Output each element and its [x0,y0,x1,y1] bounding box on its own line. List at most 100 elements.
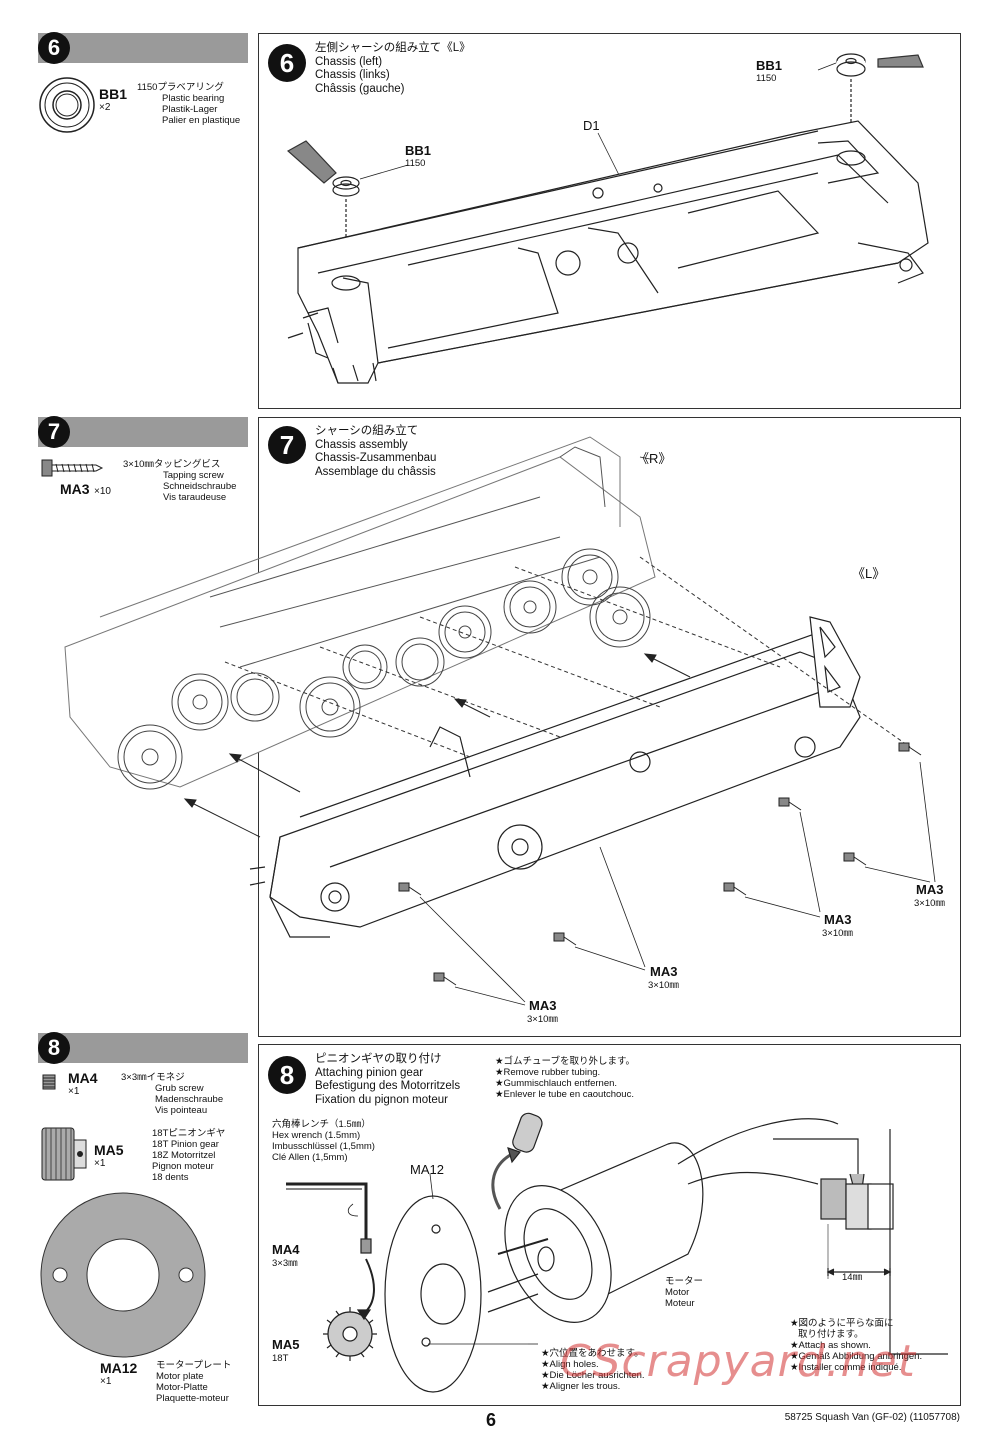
step6-panel-badge: 6 [268,44,306,82]
step6-number-badge: 6 [38,32,70,64]
part-desc-line: 3×3㎜イモネジ [121,1072,185,1083]
step7-title: シャーシの組み立て Chassis assembly Chassis-Zusam… [315,425,436,479]
callout-ma3-4: MA3 [529,998,557,1013]
motor-plate-icon [40,1192,206,1358]
part-desc-line: Motor plate [156,1371,204,1382]
title-line: Attaching pinion gear [315,1066,424,1079]
title-line: Chassis (links) [315,69,390,81]
dimension-14mm: 14㎜ [842,1272,863,1283]
watermark: CScrapyard.net [560,1336,916,1387]
note-line: Moteur [665,1298,695,1309]
part-code-ma3: MA3 [60,481,90,497]
step8-title: ピニオンギヤの取り付け Attaching pinion gear Befest… [315,1053,460,1107]
callout-ma3-3: MA3 [650,964,678,979]
label-motor: モーター Motor Moteur [665,1276,703,1309]
title-line: 左側シャーシの組み立て《L》 [315,42,471,54]
title-line: Assemblage du châssis [315,465,436,478]
part-desc-ma4: 3×3㎜イモネジ Grub screw Madenschraube Vis po… [121,1072,223,1116]
part-desc-line: 18Tピニオンギヤ [152,1128,226,1139]
callout-ma5: MA5 [272,1337,300,1352]
note-remove-tubing: ★ゴムチューブを取り外します。 ★Remove rubber tubing. ★… [495,1056,635,1100]
note-line: モーター [665,1276,704,1287]
step8-header-bar [38,1033,248,1063]
step8-panel-badge: 8 [268,1056,306,1094]
note-line: ★Attach as shown. [790,1340,871,1351]
note-line: ★図のように平らな面に [790,1318,894,1329]
step6-header-bar [38,33,248,63]
note-line: ★Remove rubber tubing. [495,1067,601,1078]
note-line: Motor [665,1287,690,1298]
callout-ma5-size: 18T [272,1353,289,1364]
note-line: ★Gummischlauch entfernen. [495,1078,618,1089]
chassis-left-drawing [286,53,929,384]
step8-number-badge: 8 [38,1032,70,1064]
part-code-bb1: BB1 [99,86,128,102]
callout-r-side: 《R》 [636,451,672,466]
part-desc-line: 3×10㎜タッピングビス [123,459,221,470]
note-line: ★Gemäß Abbildung anbringen. [790,1351,923,1362]
note-line: Imbusschlüssel (1,5mm) [272,1141,375,1152]
part-desc-line: モータープレート [156,1360,232,1371]
part-desc-ma3: 3×10㎜タッピングビス Tapping screw Schneidschrau… [123,459,236,503]
step7-number-badge: 7 [38,416,70,448]
part-desc-line: 18T Pinion gear [152,1139,219,1150]
part-qty-ma5: ×1 [94,1158,106,1169]
part-desc-line: Plastik-Lager [162,104,218,115]
callout-bb1-top: BB1 [756,58,783,73]
part-desc-line: Schneidschraube [163,481,237,492]
footer-kit-code: 58725 Squash Van (GF-02) (11057708) [784,1412,960,1423]
part-desc-line: Tapping screw [163,470,224,481]
callout-bb1-left-num: 1150 [405,158,426,169]
part-desc-ma12: モータープレート Motor plate Motor-Platte Plaque… [156,1360,231,1404]
callout-bb1-left: BB1 [405,143,432,158]
chassis-assembly-drawing [64,436,936,1006]
callout-ma4-size: 3×3㎜ [272,1258,298,1269]
part-desc-line: 18Z Motorritzel [152,1150,216,1161]
title-line: シャーシの組み立て [315,425,419,437]
callout-ma4: MA4 [272,1242,300,1257]
callout-ma12: MA12 [410,1162,444,1177]
callout-l-side: 《L》 [852,566,886,581]
callout-ma3-1: MA3 [916,882,944,897]
part-desc-line: Plastic bearing [162,93,225,104]
part-desc-line: Palier en plastique [162,115,241,126]
pinion-gear-icon [41,1127,87,1181]
part-desc-ma5: 18Tピニオンギヤ 18T Pinion gear 18Z Motorritze… [152,1128,225,1183]
part-desc-line: 18 dents [152,1172,189,1183]
callout-bb1-top-num: 1150 [756,73,777,84]
note-align-holes: ★穴位置をあわせます。 ★Align holes. ★Die Löcher au… [541,1348,645,1392]
title-line: Chassis (left) [315,55,383,68]
part-code-ma12: MA12 [100,1360,138,1376]
part-desc-line: Grub screw [155,1083,204,1094]
part-code-ma4: MA4 [68,1070,98,1086]
part-code-ma5: MA5 [94,1142,124,1158]
note-flat-face: ★図のように平らな面に 取り付けます。 ★Attach as shown. ★G… [790,1318,922,1373]
note-line: 六角棒レンチ（1.5㎜） [272,1119,371,1130]
part-desc-line: Plaquette-moteur [156,1393,229,1404]
note-line: ★Die Löcher ausrichten. [541,1370,645,1381]
part-qty-ma4: ×1 [68,1086,80,1097]
part-qty-bb1: ×2 [99,102,111,113]
note-line: Hex wrench (1.5mm) [272,1130,361,1141]
title-line: Châssis (gauche) [315,82,405,95]
step7-panel-badge: 7 [268,426,306,464]
title-line: Chassis assembly [315,438,408,451]
note-line: ★Installer comme indiqué. [790,1362,902,1373]
callout-ma3-2-size: 3×10㎜ [822,928,853,939]
callout-ma3-2: MA3 [824,912,852,927]
part-desc-line: Vis pointeau [155,1105,208,1116]
part-desc-line: Pignon moteur [152,1161,214,1172]
callout-d1: D1 [583,118,600,133]
note-line: ★ゴムチューブを取り外します。 [495,1056,635,1067]
part-desc-line: Vis taraudeuse [163,492,227,503]
part-desc-line: 1150プラベアリング [137,82,224,93]
motor-pinion-drawing [286,1112,948,1393]
part-qty-ma3: ×10 [94,486,111,497]
callout-ma3-3-size: 3×10㎜ [648,980,679,991]
plastic-bearing-icon [39,77,95,133]
title-line: Chassis-Zusammenbau [315,452,437,464]
title-line: ピニオンギヤの取り付け [315,1053,442,1065]
note-line: ★Aligner les trous. [541,1381,621,1392]
title-line: Fixation du pignon moteur [315,1093,448,1106]
callout-ma3-1-size: 3×10㎜ [914,898,945,909]
